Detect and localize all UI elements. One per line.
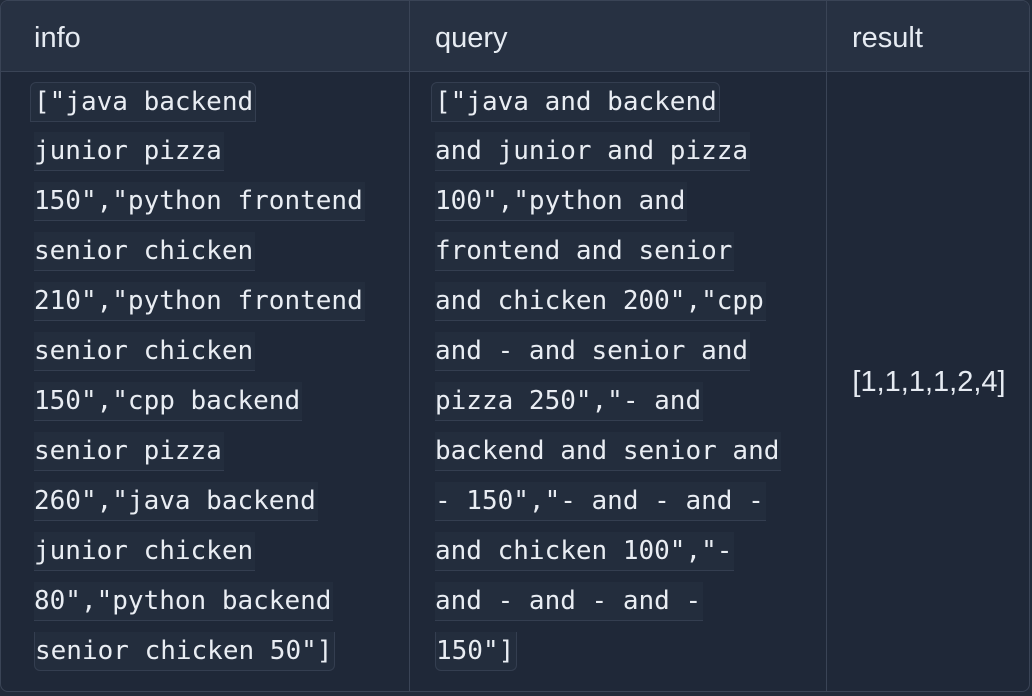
info-line: senior chicken 50"]	[34, 632, 336, 671]
info-line: 210","python frontend	[34, 282, 365, 321]
query-line: and - and - and -	[435, 582, 704, 621]
info-line: 150","python frontend	[34, 182, 365, 221]
query-line: 150"]	[435, 632, 518, 671]
result-cell: [1,1,1,1,2,4]	[852, 365, 1006, 398]
column-divider	[826, 1, 827, 691]
info-line: 150","cpp backend	[34, 382, 303, 421]
query-line: 100","python and	[435, 182, 688, 221]
info-line: senior chicken	[34, 232, 256, 271]
info-line: junior pizza	[34, 132, 224, 171]
info-line: senior pizza	[34, 432, 224, 471]
table-header-row	[1, 1, 1029, 72]
info-line: junior chicken	[34, 532, 256, 571]
info-line: 260","java backend	[34, 482, 318, 521]
header-result: result	[852, 22, 923, 54]
query-line: - 150","- and - and -	[435, 482, 766, 521]
header-query: query	[435, 22, 508, 54]
info-line: ["java backend	[30, 82, 257, 122]
query-line: and chicken 100","-	[435, 532, 735, 571]
query-line: frontend and senior	[435, 232, 735, 271]
header-info: info	[34, 22, 81, 54]
info-line: 80","python backend	[34, 582, 334, 621]
info-line: senior chicken	[34, 332, 256, 371]
query-line: backend and senior and	[435, 432, 782, 471]
query-line: and chicken 200","cpp	[435, 282, 766, 321]
query-line: and junior and pizza	[435, 132, 751, 171]
query-line: pizza 250","- and	[435, 382, 704, 421]
query-line: ["java and backend	[431, 82, 720, 122]
query-line: and - and senior and	[435, 332, 751, 371]
column-divider	[409, 1, 410, 691]
